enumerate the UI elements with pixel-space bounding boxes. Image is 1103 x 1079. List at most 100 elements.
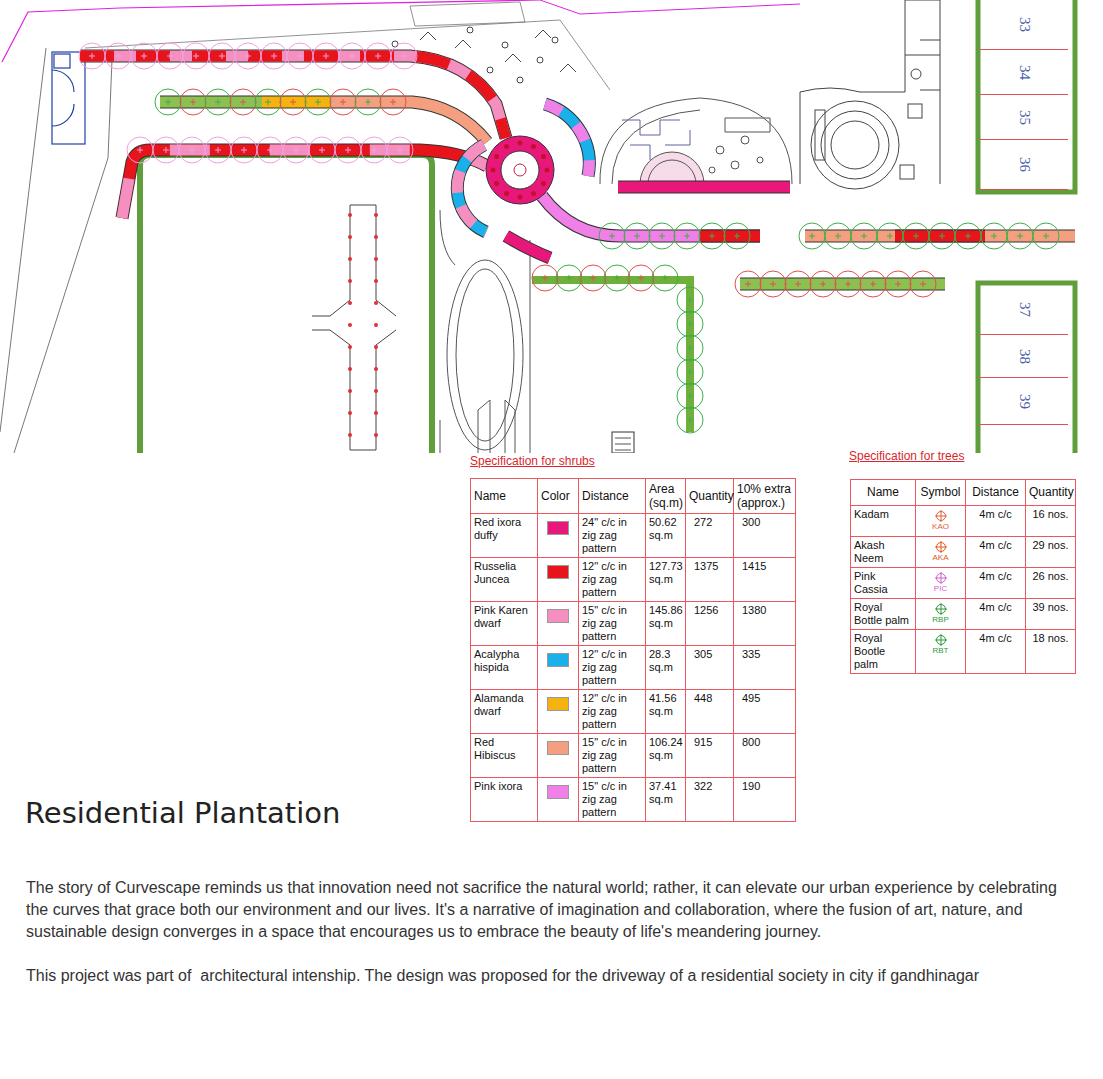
column-header: Quantity — [689, 489, 734, 503]
tree-symbol — [687, 369, 693, 375]
tree-symbol — [1033, 223, 1059, 249]
table-value: 50.62 sq.m — [649, 516, 677, 541]
tree-symbol — [674, 223, 700, 249]
shrub-dot — [491, 168, 496, 173]
page-title: Residential Plantation — [25, 796, 340, 830]
plot-box: 39 — [980, 378, 1068, 425]
tree-symbol — [634, 233, 640, 239]
table-value: 495 — [742, 692, 760, 704]
tree-symbol — [820, 281, 826, 287]
park-boundary — [312, 205, 350, 450]
tree-symbol — [371, 147, 377, 153]
shrub-band — [330, 102, 487, 142]
tree-symbol — [315, 99, 321, 105]
tree-symbol — [374, 301, 378, 305]
tree-symbol — [809, 233, 815, 239]
shrub-band — [895, 231, 985, 242]
table-value: 4m c/c — [979, 570, 1011, 582]
shrub-band — [457, 145, 486, 232]
tree-symbol — [799, 223, 825, 249]
tree-symbol — [330, 89, 356, 115]
legend-text: Alamanda dwarf — [474, 692, 524, 717]
tree-symbol — [105, 43, 131, 69]
club-building — [800, 0, 940, 189]
table-value: 29 nos. — [1032, 539, 1068, 551]
table-cell: 26 nos. — [1026, 568, 1076, 599]
table-cell: 1256 — [686, 602, 734, 646]
name-cell: Alamanda dwarf — [471, 690, 538, 734]
table-value: 16 nos. — [1032, 508, 1068, 520]
table-cell: 28.3 sq.m — [646, 646, 686, 690]
tree-symbol — [137, 147, 143, 153]
legend-text: Pink Karen dwarf — [474, 604, 528, 629]
tree-symbol — [687, 417, 693, 423]
tree-symbol — [127, 137, 153, 163]
tree-symbol — [851, 223, 877, 249]
color-cell — [538, 602, 579, 646]
tree-symbol — [241, 147, 247, 153]
shrub-row: Pink ixora15" c/c in zig zag pattern37.4… — [471, 778, 796, 822]
shrub-band — [618, 181, 790, 194]
tree-icon — [935, 541, 947, 553]
shrub-dot — [531, 191, 536, 196]
name-cell: Red Hibiscus — [471, 734, 538, 778]
tree-table: NameSymbolDistanceQuantityKadamKAO4m c/c… — [850, 479, 1076, 674]
tree-icon — [935, 634, 947, 646]
tree-row: Akash NeemAKA4m c/c29 nos. — [851, 537, 1076, 568]
tree-symbol — [895, 281, 901, 287]
tree-symbol — [348, 433, 352, 437]
site-plan — [0, 0, 1103, 453]
tree-icon — [935, 603, 947, 615]
page-title: Residential Plantation — [25, 796, 340, 830]
tree-symbol — [319, 147, 325, 153]
plot-box: 37 — [980, 285, 1068, 335]
tree-symbol — [724, 223, 750, 249]
tree-name: Royal Bottle palm — [854, 601, 909, 626]
tree-symbol — [323, 53, 329, 59]
tree-symbol — [348, 213, 352, 217]
table-value: 1415 — [742, 560, 766, 572]
header-cell: Quantity — [686, 479, 734, 514]
legend-swatch — [547, 521, 569, 535]
name-cell: Russelia Juncea — [471, 558, 538, 602]
table-value: 15" c/c in zig zag pattern — [582, 780, 627, 818]
header-cell: Quantity — [1026, 480, 1076, 506]
club-building — [815, 110, 825, 160]
tree-symbol — [348, 323, 352, 327]
symbol-code: RBT — [919, 646, 962, 655]
tree-symbol — [348, 345, 352, 349]
tree-symbol — [348, 257, 352, 261]
legend-text: Acalypha hispida — [474, 648, 519, 673]
table-cell: 15" c/c in zig zag pattern — [579, 602, 646, 646]
tree-symbol — [614, 275, 620, 281]
plot-number: 34 — [1016, 65, 1033, 80]
symbol-cell: PIC — [916, 568, 966, 599]
table-value: 12" c/c in zig zag pattern — [582, 648, 627, 686]
shrub-band — [532, 280, 690, 432]
body-text: The story of Curvescape reminds us that … — [26, 877, 1081, 943]
tree-symbol — [699, 223, 725, 249]
tree-symbol — [624, 223, 650, 249]
header-cell: Distance — [966, 480, 1026, 506]
tree-symbol — [566, 275, 572, 281]
shrub-dot — [494, 154, 499, 159]
plot-box: 35 — [980, 95, 1068, 140]
tree-symbol — [340, 99, 346, 105]
tree-row: Royal Bottle palmRBP4m c/c39 nos. — [851, 599, 1076, 630]
tree-symbol — [845, 281, 851, 287]
tree-symbol — [835, 233, 841, 239]
table-value: 145.86 sq.m — [649, 604, 683, 629]
tree-symbol — [179, 137, 205, 163]
legend-swatch — [547, 609, 569, 623]
tree-symbol — [79, 43, 105, 69]
boundary-line — [540, 0, 800, 14]
tree-symbol — [910, 271, 936, 297]
tree-symbol — [684, 233, 690, 239]
tree-symbol — [79, 43, 1059, 433]
tree-symbol — [734, 233, 740, 239]
tree-symbol — [231, 137, 257, 163]
tree-symbol — [313, 43, 339, 69]
table-heading: Specification for shrubs — [470, 454, 595, 468]
table-value: 12" c/c in zig zag pattern — [582, 560, 627, 598]
tree-icon — [935, 510, 947, 522]
